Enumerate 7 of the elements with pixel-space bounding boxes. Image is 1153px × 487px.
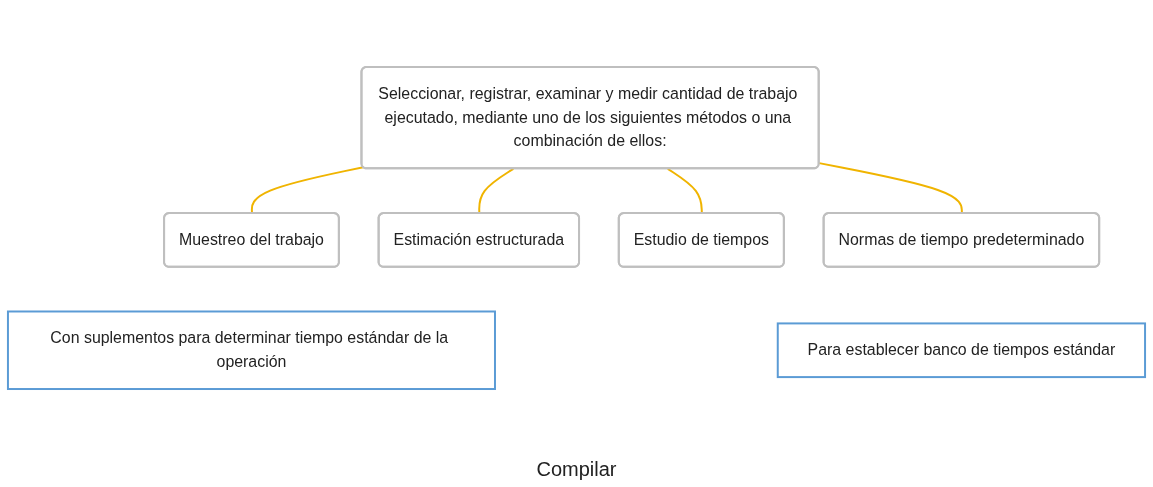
connector	[666, 167, 703, 215]
node-box: Para establecer banco de tiempos estándar	[776, 322, 1147, 379]
connector	[250, 166, 365, 215]
connector	[818, 162, 963, 215]
note-text: Compilar	[536, 458, 617, 481]
node-box: Con suplementos para determinar tiempo estándar de la operación	[6, 310, 496, 390]
connector	[478, 167, 515, 215]
